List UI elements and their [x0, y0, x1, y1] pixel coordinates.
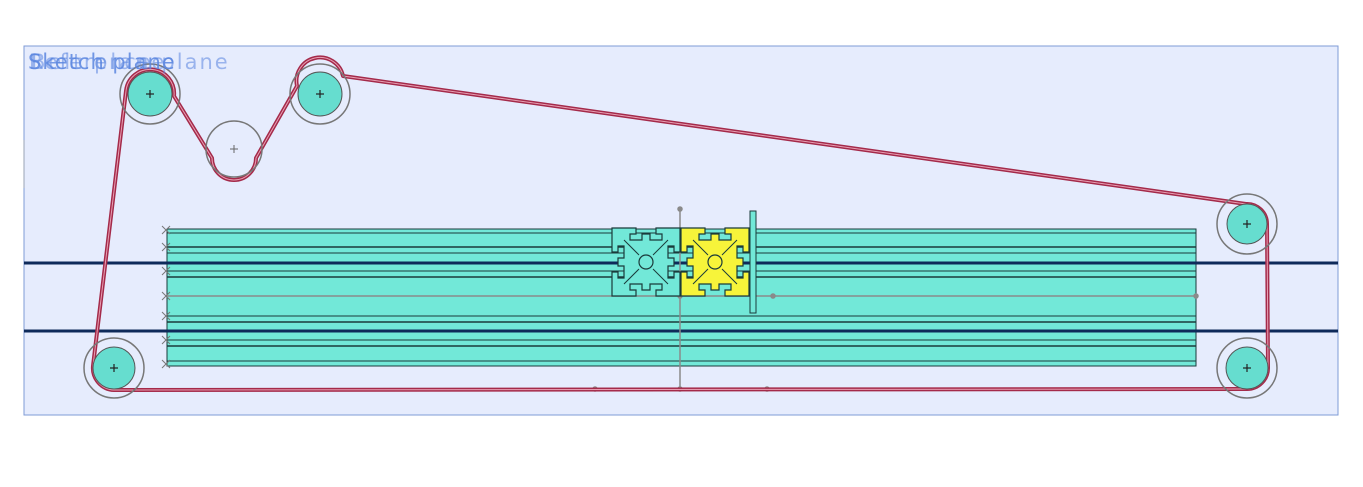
extrusion-profile-cyan[interactable]: [611, 227, 681, 297]
plus-icon: [316, 90, 324, 98]
pulley-bottom-right[interactable]: [1216, 337, 1278, 399]
plus-icon: [230, 145, 238, 153]
pulley-top-left[interactable]: [119, 63, 181, 125]
end-plate[interactable]: [749, 210, 757, 314]
plus-icon: [110, 364, 118, 372]
extrusion-end-markers: [161, 225, 171, 369]
plus-icon: [1243, 364, 1251, 372]
plus-icon: [146, 90, 154, 98]
pulley-bottom-left[interactable]: [83, 337, 145, 399]
pulley-top-right[interactable]: [1216, 193, 1278, 255]
pulley-top-middle[interactable]: [289, 63, 351, 125]
extrusion-profile-selected[interactable]: [680, 227, 750, 297]
idler-pulley[interactable]: [205, 120, 263, 178]
plus-icon: [1243, 220, 1251, 228]
